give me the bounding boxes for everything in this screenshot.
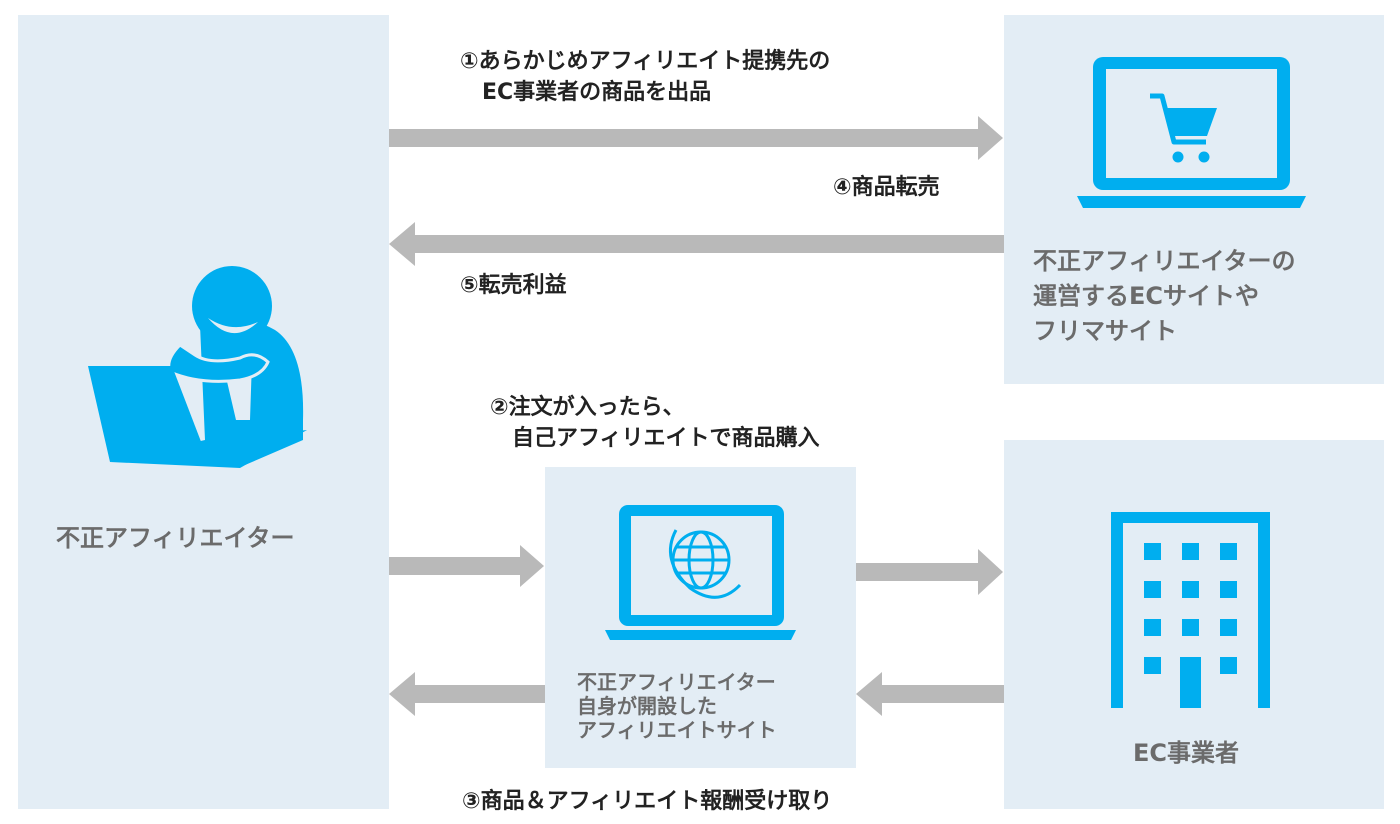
arrow-step3-to-site: [856, 672, 1004, 716]
arrow-step2-to-ec: [856, 549, 1003, 595]
step5-label: ⑤転売利益: [460, 273, 567, 298]
fraud-affiliator-label: 不正アフィリエイター: [56, 524, 295, 552]
step4-label: ④商品転売: [833, 175, 940, 200]
arrow-step2-to-site: [389, 545, 544, 587]
fraud-affiliator-panel: [18, 15, 389, 809]
affiliate-site-label: 不正アフィリエイター 自身が開設した アフィリエイトサイト: [577, 670, 777, 742]
fraud-site-label: 不正アフィリエイターの 運営するECサイトや フリマサイト: [1033, 247, 1296, 345]
step1-label: ①あらかじめアフィリエイト提携先の EC事業者の商品を出品: [460, 49, 831, 106]
step3-label: ③商品＆アフィリエイト報酬受け取り: [462, 789, 833, 814]
step2-label: ②注文が入ったら、 自己アフィリエイトで商品購入: [490, 395, 820, 452]
ec-operator-label: EC事業者: [1133, 739, 1240, 767]
globe-icon: [668, 529, 742, 599]
arrow-step3-to-affiliator: [389, 672, 545, 716]
arrow-step5: [389, 222, 1004, 266]
arrow-step1: [389, 116, 1003, 160]
